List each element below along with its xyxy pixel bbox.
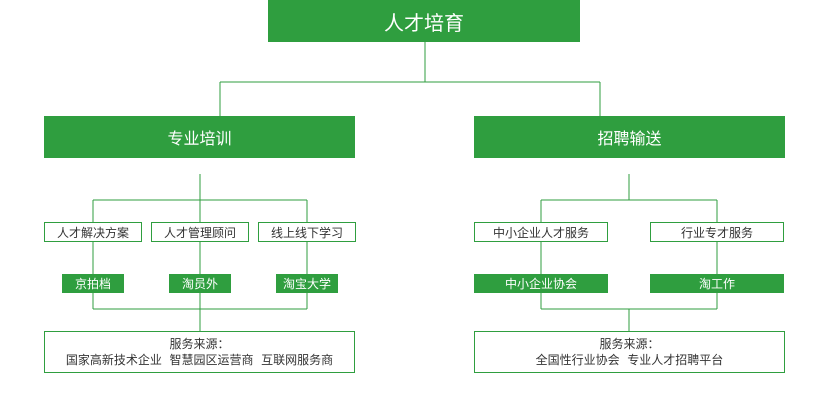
branch-training: 专业培训: [44, 116, 355, 158]
product-label: 中小企业协会: [504, 277, 577, 291]
root-label: 人才培育: [384, 10, 464, 35]
branch-training-label: 专业培训: [167, 129, 232, 148]
product-label: 淘工作: [698, 277, 735, 291]
service-label: 中小企业人才服务: [492, 225, 589, 240]
source-box-training: 服务来源： 国家高新技术企业 智慧园区运营商 互联网服务商: [44, 331, 355, 373]
source-box-recruit: 服务来源： 全国性行业协会 专业人才招聘平台: [474, 331, 785, 373]
product-node: 京拍档: [62, 274, 124, 293]
source-label: 服务来源：: [599, 337, 660, 351]
product-node: 中小企业协会: [474, 274, 608, 293]
service-node: 行业专才服务: [650, 222, 784, 242]
product-label: 京拍档: [74, 277, 111, 291]
source-label: 服务来源：: [169, 337, 230, 351]
product-label: 淘宝大学: [282, 277, 331, 291]
product-node: 淘工作: [650, 274, 784, 293]
service-node: 人才管理顾问: [151, 222, 249, 242]
service-label: 人才管理顾问: [163, 225, 236, 240]
service-label: 行业专才服务: [680, 225, 753, 240]
source-text: 国家高新技术企业 智慧园区运营商 互联网服务商: [65, 353, 334, 367]
source-text: 全国性行业协会 专业人才招聘平台: [535, 353, 724, 367]
branch-recruit-label: 招聘输送: [597, 129, 662, 148]
service-node: 人才解决方案: [44, 222, 142, 242]
product-label: 淘员外: [181, 277, 218, 291]
service-node: 线上线下学习: [258, 222, 356, 242]
root-node: 人才培育: [268, 0, 580, 42]
service-node: 中小企业人才服务: [474, 222, 608, 242]
branch-recruit: 招聘输送: [474, 116, 785, 158]
service-label: 人才解决方案: [56, 225, 129, 240]
product-node: 淘宝大学: [276, 274, 338, 293]
service-label: 线上线下学习: [270, 225, 343, 240]
product-node: 淘员外: [169, 274, 231, 293]
